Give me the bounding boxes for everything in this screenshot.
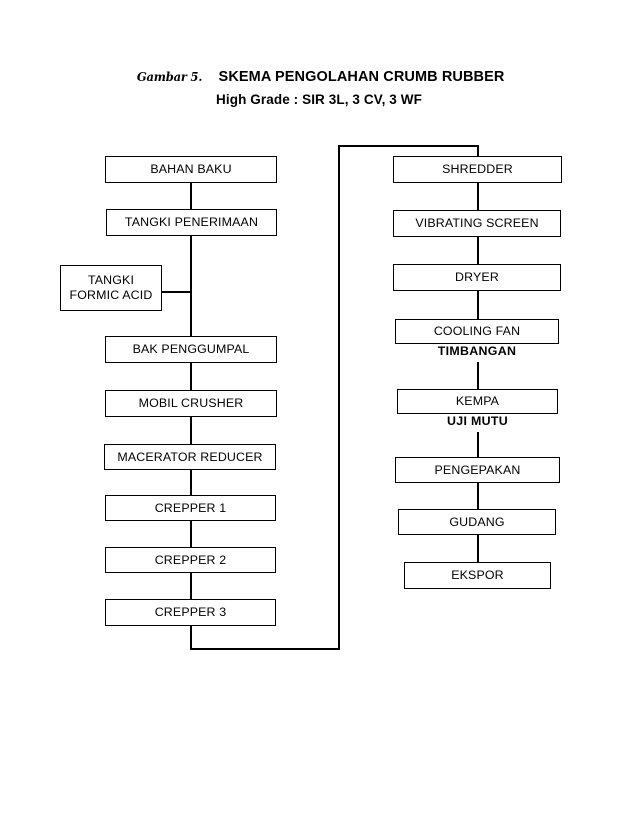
node-label-line-1: TANGKI xyxy=(87,272,135,287)
edge-vibrating-screen-to-dryer xyxy=(477,237,479,264)
edge-crepper-3-right-segment xyxy=(190,648,340,650)
page-subtitle: High Grade : SIR 3L, 3 CV, 3 WF xyxy=(216,92,422,107)
node-label: BAHAN BAKU xyxy=(150,162,232,176)
node-label: VIBRATING SCREEN xyxy=(415,216,539,230)
edge-gudang-to-ekspor xyxy=(477,535,479,562)
annotation-timbangan: TIMBANGAN xyxy=(395,344,559,358)
node-label: DRYER xyxy=(455,270,499,284)
node-cooling-fan[interactable]: COOLING FAN xyxy=(395,319,559,344)
edge-top-into-shredder-segment xyxy=(338,145,479,147)
node-label: KEMPA xyxy=(455,394,500,408)
edge-kempa-to-pengepakan xyxy=(477,432,479,457)
edge-crepper-2-to-crepper-3 xyxy=(190,573,192,599)
node-label: TANGKI PENERIMAAN xyxy=(124,215,259,229)
node-label: GUDANG xyxy=(449,514,505,529)
node-gudang[interactable]: GUDANG xyxy=(398,509,556,535)
node-mobil-crusher[interactable]: MOBIL CRUSHER xyxy=(105,390,277,417)
edge-shredder-to-vibrating-screen xyxy=(477,183,479,210)
node-macerator-reducer[interactable]: MACERATOR REDUCER xyxy=(104,444,276,470)
edge-riser-to-shredder-segment xyxy=(338,145,340,650)
edge-crepper-1-to-crepper-2 xyxy=(190,521,192,547)
node-ekspor[interactable]: EKSPOR xyxy=(404,562,551,589)
node-label: CREPPER 1 xyxy=(154,500,227,515)
node-crepper-2[interactable]: CREPPER 2 xyxy=(105,547,276,573)
node-dryer[interactable]: DRYER xyxy=(393,264,561,291)
title-line-1: Gambar 5. SKEMA PENGOLAHAN CRUMB RUBBER xyxy=(0,68,638,86)
edge-into-shredder-drop-segment xyxy=(477,145,479,157)
node-kempa[interactable]: KEMPA xyxy=(397,389,558,414)
node-label-line-2: FORMIC ACID xyxy=(69,288,153,302)
node-label: SHREDDER xyxy=(442,162,513,176)
node-shredder[interactable]: SHREDDER xyxy=(393,156,562,183)
node-bahan-baku[interactable]: BAHAN BAKU xyxy=(105,156,277,183)
node-label: BAK PENGGUMPAL xyxy=(132,342,250,356)
node-crepper-1[interactable]: CREPPER 1 xyxy=(105,495,276,521)
edge-bahan-baku-to-tangki-penerimaan xyxy=(190,183,192,209)
edge-cooling-fan-to-kempa xyxy=(477,362,479,389)
node-label: CREPPER 3 xyxy=(154,605,227,619)
node-tangki-penerimaan[interactable]: TANGKI PENERIMAAN xyxy=(106,209,277,236)
node-label: PENGEPAKAN xyxy=(434,462,521,477)
node-label: CREPPER 2 xyxy=(154,552,227,567)
edge-tangki-penerimaan-to-bak-penggumpal xyxy=(190,236,192,336)
node-tangki-formic-acid[interactable]: TANGKI FORMIC ACID xyxy=(60,265,162,311)
edge-macerator-reducer-to-crepper-1 xyxy=(190,470,192,495)
edge-pengepakan-to-gudang xyxy=(477,483,479,509)
diagram-title-block: Gambar 5. SKEMA PENGOLAHAN CRUMB RUBBER H… xyxy=(0,68,638,108)
node-label: MOBIL CRUSHER xyxy=(138,396,244,410)
edge-crepper-3-down-segment xyxy=(190,626,192,650)
node-vibrating-screen[interactable]: VIBRATING SCREEN xyxy=(393,210,561,237)
figure-number-label: Gambar 5. xyxy=(136,69,202,84)
edge-tangki-formic-acid-to-spine xyxy=(162,291,191,293)
edge-mobil-crusher-to-macerator-reducer xyxy=(190,417,192,444)
node-pengepakan[interactable]: PENGEPAKAN xyxy=(395,457,560,483)
page-title: SKEMA PENGOLAHAN CRUMB RUBBER xyxy=(218,69,505,85)
node-bak-penggumpal[interactable]: BAK PENGGUMPAL xyxy=(105,336,277,363)
node-label: EKSPOR xyxy=(451,568,504,582)
edge-bak-penggumpal-to-mobil-crusher xyxy=(190,363,192,390)
node-crepper-3[interactable]: CREPPER 3 xyxy=(105,599,276,626)
node-label: MACERATOR REDUCER xyxy=(117,449,263,464)
edge-dryer-to-cooling-fan xyxy=(477,291,479,319)
annotation-uji-mutu: UJI MUTU xyxy=(397,414,558,428)
node-label: COOLING FAN xyxy=(433,324,521,338)
